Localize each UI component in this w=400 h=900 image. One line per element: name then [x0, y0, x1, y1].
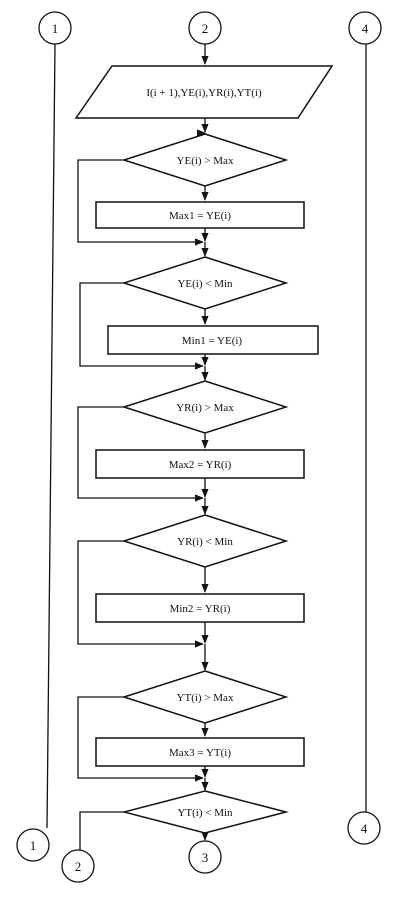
connector-label: 2	[202, 21, 209, 36]
connector-label: 4	[362, 21, 369, 36]
decision-diamond: YE(i) > Max	[121, 133, 289, 187]
bypass-line	[77, 159, 204, 246]
decision-label: YR(i) < Min	[177, 536, 233, 548]
decision-diamond: YE(i) < Min	[121, 256, 289, 310]
io-block: I(i + 1),YE(i),YR(i),YT(i)	[74, 65, 334, 119]
connector-4-top: 4	[348, 11, 382, 45]
decision-diamond: YT(i) > Max	[121, 670, 289, 724]
connector-label: 1	[52, 21, 59, 36]
decision-label: YR(i) > Max	[176, 402, 234, 414]
connector-2-bottom: 2	[61, 849, 95, 883]
bypass-line	[77, 696, 204, 782]
process-block: Min2 = YR(i)	[95, 593, 305, 623]
process-block: Max1 = YE(i)	[95, 201, 305, 229]
decision-diamond: YR(i) > Max	[121, 380, 289, 434]
connector-label: 3	[202, 850, 209, 865]
bypass-line	[77, 540, 204, 648]
process-label: Max2 = YR(i)	[169, 459, 232, 471]
connector-1-bottom: 1	[16, 828, 50, 862]
process-label: Min2 = YR(i)	[170, 603, 231, 615]
process-label: Max3 = YT(i)	[169, 747, 231, 759]
decision-label: YT(i) > Max	[177, 692, 234, 704]
process-block: Max2 = YR(i)	[95, 449, 305, 479]
connector-1-top: 1	[38, 11, 72, 45]
connector-2-top: 2	[188, 11, 222, 45]
decision-diamond: YR(i) < Min	[121, 514, 289, 568]
connector-4-bottom: 4	[347, 811, 381, 845]
decision-label: YT(i) < Min	[177, 807, 233, 819]
decision-label: YE(i) < Min	[177, 278, 233, 290]
bypass-line	[77, 406, 204, 502]
connector-label: 1	[30, 838, 37, 853]
branch-to-connector-2	[79, 811, 124, 850]
process-label: Min1 = YE(i)	[182, 335, 243, 347]
process-block: Max3 = YT(i)	[95, 737, 305, 767]
connector-3-bottom: 3	[188, 840, 222, 874]
connector-1-line	[46, 43, 56, 829]
decision-label: YE(i) > Max	[177, 155, 234, 167]
bypass-line	[79, 282, 204, 370]
process-label: Max1 = YE(i)	[169, 210, 231, 222]
connector-label: 2	[75, 859, 82, 874]
io-label: I(i + 1),YE(i),YR(i),YT(i)	[146, 87, 262, 99]
decision-diamond: YT(i) < Min	[121, 790, 289, 834]
connector-label: 4	[361, 821, 368, 836]
process-block: Min1 = YE(i)	[107, 325, 319, 355]
